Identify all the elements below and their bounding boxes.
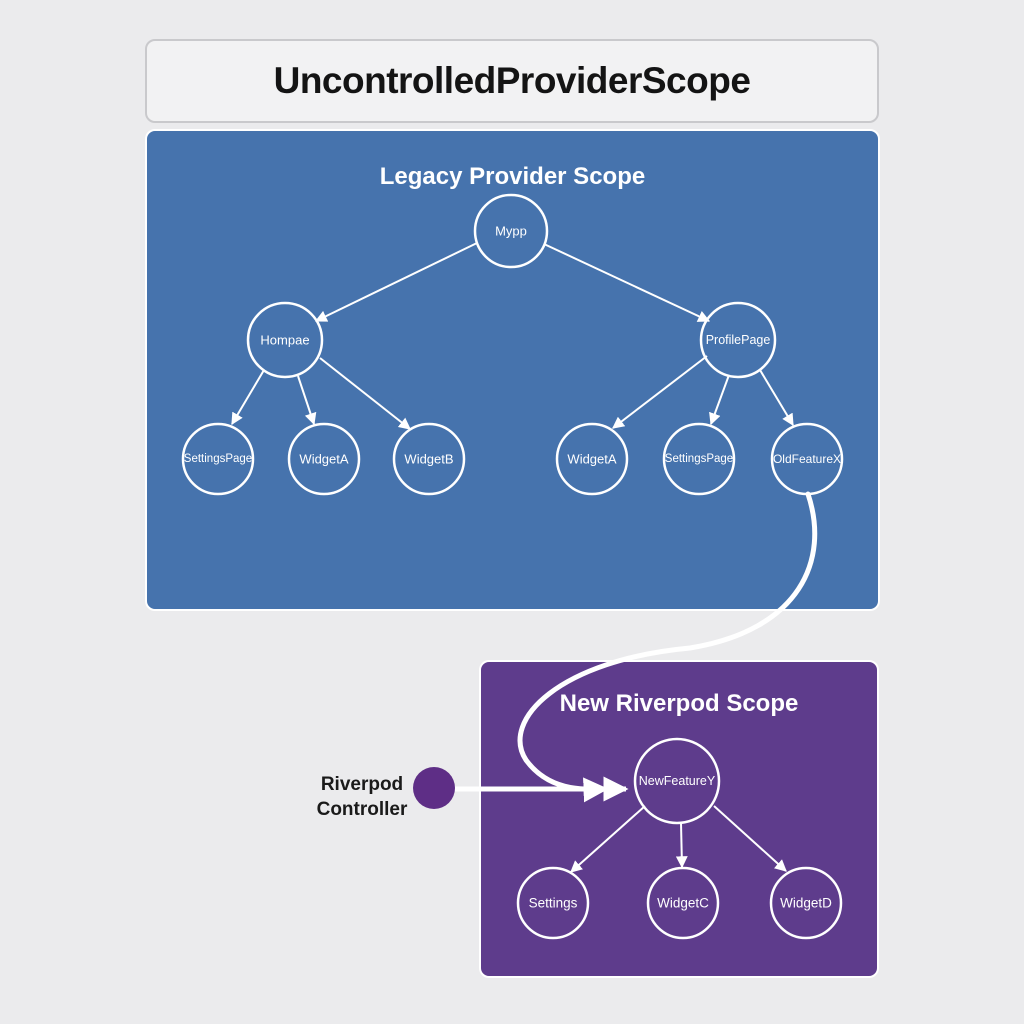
riverpod-controller-dot — [413, 767, 455, 809]
edge-newfeaturey-settings — [570, 805, 646, 873]
controller-label-line2: Controller — [316, 799, 408, 820]
label-settingspage-1: SettingsPage — [184, 453, 252, 465]
edge-profilepage-settingspage — [709, 374, 730, 426]
new-scope-title: New Riverpod Scope — [559, 690, 799, 717]
label-hompae: Hompae — [260, 333, 309, 348]
label-widgetc: WidgetC — [657, 896, 709, 911]
edge-hompae-widgeta — [297, 375, 317, 426]
edge-mypp-profilepage — [543, 243, 711, 322]
node-widgeta-2 — [555, 422, 629, 496]
controller-label-line1: Riverpod — [320, 774, 404, 795]
node-settingspage-1 — [181, 422, 255, 496]
label-profilepage: ProfilePage — [706, 333, 771, 347]
new-riverpod-scope-panel: New Riverpod Scope — [479, 660, 879, 978]
edge-profilepage-oldfeaturex — [759, 369, 794, 427]
edge-hompae-widgetb — [319, 357, 411, 430]
label-settings: Settings — [529, 896, 578, 911]
legacy-scope-title: Legacy Provider Scope — [379, 163, 646, 190]
node-settingspage-2 — [662, 422, 736, 496]
label-widgeta-2: WidgetA — [567, 452, 616, 467]
node-widgeta-1 — [287, 422, 361, 496]
label-newfeaturey: NewFeatureY — [639, 774, 716, 788]
legacy-provider-scope-panel: Legacy Provider Scope — [145, 129, 880, 611]
label-mypp: Mypp — [495, 224, 527, 239]
diagram-title: UncontrolledProviderScope — [273, 60, 751, 101]
edge-profilepage-widgeta — [612, 355, 708, 429]
node-hompae — [246, 301, 324, 379]
node-widgetb — [392, 422, 466, 496]
edge-oldfeaturex-newfeaturey — [517, 491, 818, 803]
node-profilepage — [699, 301, 777, 379]
label-settingspage-2: SettingsPage — [665, 453, 733, 465]
node-newfeaturey — [633, 737, 721, 825]
label-widgeta-1: WidgetA — [299, 452, 348, 467]
label-oldfeaturex: OldFeatureX — [773, 452, 841, 466]
label-widgetd: WidgetD — [780, 896, 832, 911]
title-box: UncontrolledProviderScope — [145, 39, 879, 123]
edge-newfeaturey-widgetc — [675, 822, 688, 869]
edge-hompae-settingspage — [231, 369, 265, 426]
node-settings — [516, 866, 590, 940]
riverpod-controller-label: Riverpod Controller — [300, 772, 424, 822]
edge-newfeaturey-widgetd — [713, 805, 787, 872]
node-widgetc — [646, 866, 720, 940]
node-oldfeaturex — [770, 422, 844, 496]
label-widgetb: WidgetB — [404, 452, 453, 467]
node-mypp — [473, 193, 549, 269]
node-widgetd — [769, 866, 843, 940]
edge-mypp-hompae — [314, 242, 478, 322]
